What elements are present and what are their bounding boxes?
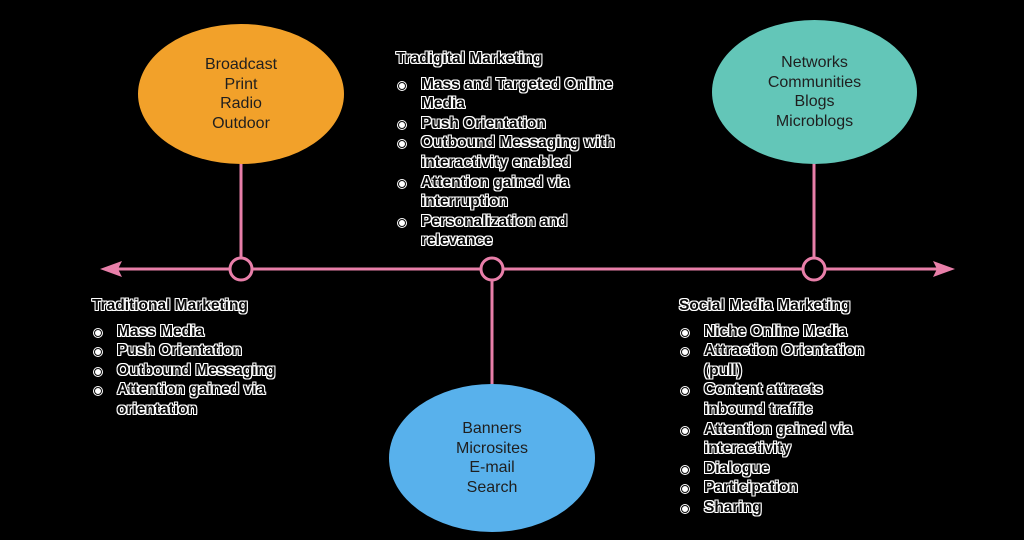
social-item: Content attracts inbound traffic — [679, 380, 864, 419]
traditional-item: Mass Media — [92, 322, 317, 342]
traditional-item: Attention gained via orientation — [92, 380, 317, 419]
tradigital-item: Attention gained via interruption — [396, 173, 621, 212]
social-item: Participation — [679, 478, 904, 498]
social-item: Sharing — [679, 498, 904, 518]
tradigital-title: Tradigital Marketing — [396, 50, 543, 67]
tradigital-list: Mass and Targeted Online Media Push Orie… — [396, 75, 683, 251]
social-item: Dialogue — [679, 459, 904, 479]
social-media-item: Blogs — [794, 93, 835, 110]
social-media-item: Communities — [767, 73, 862, 91]
traditional-list: Mass Media Push Orientation Outbound Mes… — [92, 322, 317, 420]
social-node — [801, 256, 827, 282]
timeline-right-arrowhead — [933, 261, 955, 277]
digital-media-item: Search — [466, 478, 518, 496]
tradigital-item: Mass and Targeted Online Media — [396, 75, 621, 114]
traditional-item: Outbound Messaging — [92, 361, 317, 381]
digital-media-circle: Banners Microsites E-mail Search — [389, 384, 595, 532]
traditional-item: Push Orientation — [92, 341, 317, 361]
traditional-node — [228, 256, 254, 282]
traditional-title: Traditional Marketing — [92, 297, 248, 314]
digital-media-item: E-mail — [469, 459, 515, 476]
social-media-item: Networks — [781, 54, 848, 71]
social-media-item: Microblogs — [775, 112, 854, 130]
social-item: Attention gained via interactivity — [679, 420, 904, 459]
tradigital-item: Outbound Messaging with interactivity en… — [396, 133, 683, 172]
social-block: Social Media Marketing Niche Online Medi… — [679, 296, 904, 518]
social-item: Niche Online Media — [679, 322, 904, 342]
social-media-circle: Networks Communities Blogs Microblogs — [712, 20, 917, 164]
tradigital-item: Personalization and relevance — [396, 212, 581, 251]
tradigital-item: Push Orientation — [396, 114, 683, 134]
digital-node — [479, 256, 505, 282]
tradigital-block: Tradigital Marketing Mass and Targeted O… — [396, 49, 683, 251]
timeline-left-arrowhead — [100, 261, 122, 277]
social-item: Attraction Orientation (pull) — [679, 341, 874, 380]
digital-media-item: Microsites — [455, 439, 528, 457]
traditional-media-circle: Broadcast Print Radio Outdoor — [138, 24, 344, 164]
traditional-media-item: Radio — [220, 95, 262, 112]
traditional-media-item: Print — [224, 75, 258, 93]
traditional-block: Traditional Marketing Mass Media Push Or… — [92, 296, 317, 420]
social-title: Social Media Marketing — [679, 297, 851, 314]
traditional-media-item: Broadcast — [204, 56, 278, 73]
traditional-media-item: Outdoor — [212, 114, 270, 132]
social-list: Niche Online Media Attraction Orientatio… — [679, 322, 904, 518]
digital-media-item: Banners — [462, 420, 522, 437]
